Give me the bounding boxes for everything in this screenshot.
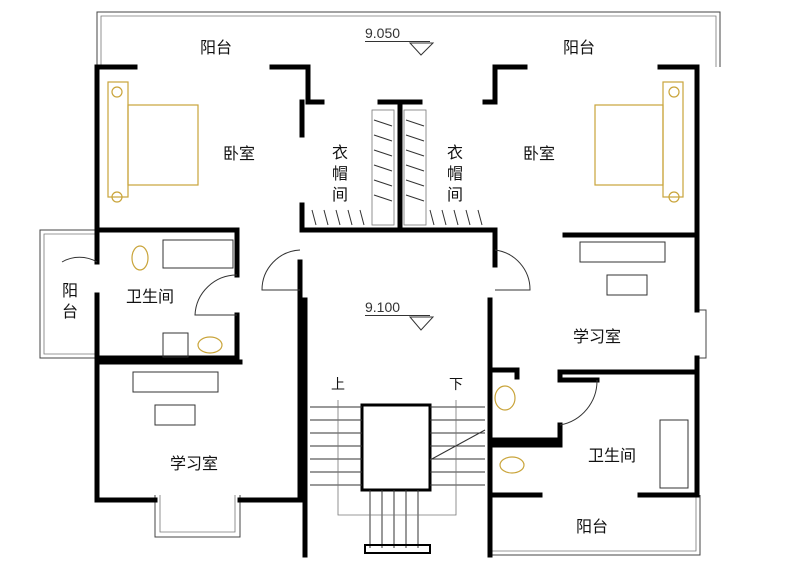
room-label-balcony: 阳台 (576, 517, 609, 536)
stairs-down-label: 下 (449, 377, 463, 393)
elevation-label-floor: 9.100 (365, 299, 431, 316)
room-label-bathroom: 卫生间 (588, 446, 637, 465)
room-label-balcony: 阳台 (563, 38, 596, 57)
room-label-bedroom: 卧室 (523, 144, 556, 163)
doors (61, 249, 598, 426)
elevation-markers (408, 42, 435, 331)
closet-racks (311, 109, 483, 226)
room-label-balcony: 阳台 (61, 281, 78, 321)
room-label-closet: 衣帽间 (331, 143, 348, 204)
room-label-bathroom: 卫生间 (126, 287, 175, 306)
room-label-closet: 衣帽间 (446, 143, 463, 204)
elevation-label-roof: 9.050 (365, 25, 431, 42)
room-label-study: 学习室 (573, 327, 622, 346)
room-label-balcony: 阳台 (200, 38, 233, 57)
room-label-study: 学习室 (170, 454, 219, 473)
room-label-bedroom: 卧室 (223, 144, 256, 163)
walls (94, 64, 700, 558)
balcony-outlines (39, 11, 721, 556)
stairs-up-label: 上 (331, 377, 345, 393)
furniture (107, 81, 689, 489)
stairs (310, 400, 486, 554)
